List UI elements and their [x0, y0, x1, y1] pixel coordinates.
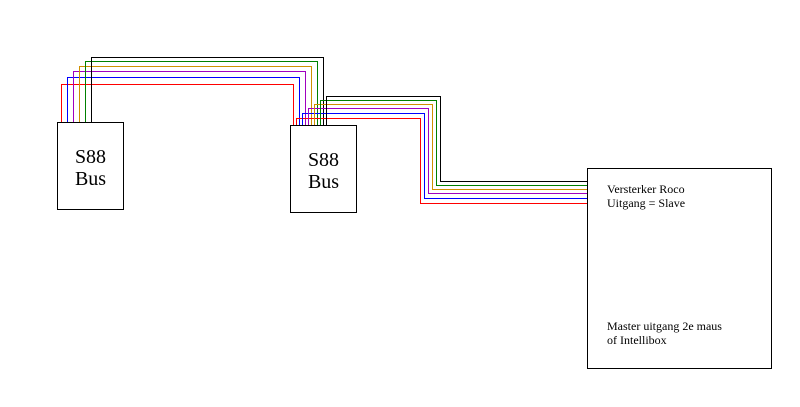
amplifier-top-label: Versterker Roco Uitgang = Slave — [607, 182, 685, 210]
wire-blue-to-amplifier — [302, 113, 587, 199]
s88-mid-line1: S88 — [307, 149, 340, 171]
wire-red-s88-link — [61, 84, 294, 125]
wire-orange-to-amplifier — [314, 104, 587, 190]
wire-black-s88-link — [91, 57, 324, 125]
amplifier-line2: Uitgang = Slave — [607, 196, 686, 210]
wire-group — [61, 57, 587, 204]
s88-left-label: S88 Bus — [57, 146, 124, 190]
amplifier-line1: Versterker Roco — [607, 182, 685, 196]
s88-left-box — [57, 122, 124, 210]
wire-red-to-amplifier — [296, 118, 587, 204]
wire-green-s88-link — [85, 61, 318, 125]
s88-mid-label: S88 Bus — [290, 149, 357, 193]
s88-mid-box — [290, 125, 357, 213]
amplifier-line3: Master uitgang 2e maus — [607, 319, 722, 333]
wire-black-to-amplifier — [326, 96, 587, 182]
wire-purple-s88-link — [73, 71, 306, 125]
wire-purple-to-amplifier — [308, 108, 587, 194]
s88-left-line1: S88 — [74, 146, 107, 168]
wire-orange-s88-link — [79, 66, 312, 125]
amplifier-box — [587, 168, 772, 369]
wire-green-to-amplifier — [320, 100, 587, 186]
amplifier-bottom-label: Master uitgang 2e maus of Intellibox — [607, 319, 722, 347]
wire-blue-s88-link — [67, 77, 300, 125]
amplifier-line4: of Intellibox — [607, 333, 667, 347]
s88-mid-line2: Bus — [307, 171, 340, 193]
s88-left-line2: Bus — [74, 168, 107, 190]
